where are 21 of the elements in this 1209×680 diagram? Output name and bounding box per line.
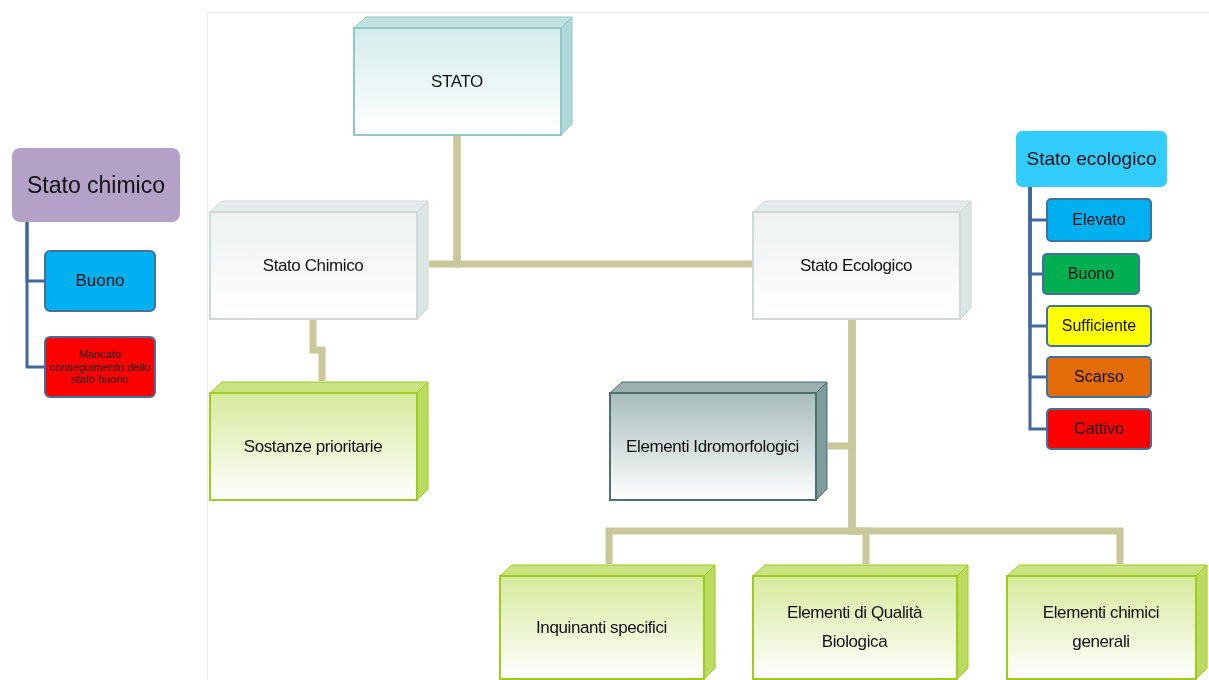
box-label: STATO — [431, 70, 483, 93]
box-label: Elementi chimici generali — [1041, 602, 1161, 653]
connector-line — [1028, 187, 1046, 431]
box-label: Elementi di Qualità Biologica — [785, 602, 924, 653]
status-box: Mancato conseguimento dello stato buono — [44, 336, 156, 398]
status-box: Elevato — [1046, 198, 1152, 242]
connector-line — [453, 136, 752, 268]
connector-line — [25, 222, 44, 369]
status-box: Stato chimico — [12, 148, 180, 222]
box-label: Inquinanti specifici — [536, 616, 667, 639]
connector-line — [309, 320, 326, 381]
box-label: Stato Ecologico — [799, 254, 913, 277]
status-box: Cattivo — [1046, 408, 1152, 450]
status-box: Stato ecologico — [1016, 131, 1167, 187]
box-label: Elementi Idromorfologici — [626, 435, 799, 458]
status-box: Buono — [44, 250, 156, 312]
box-label: Sostanze prioritarie — [243, 435, 383, 458]
box-label: Stato Chimico — [262, 254, 364, 277]
status-box: Buono — [1042, 253, 1140, 295]
status-box: Sufficiente — [1046, 305, 1152, 347]
status-box: Scarso — [1046, 356, 1152, 398]
